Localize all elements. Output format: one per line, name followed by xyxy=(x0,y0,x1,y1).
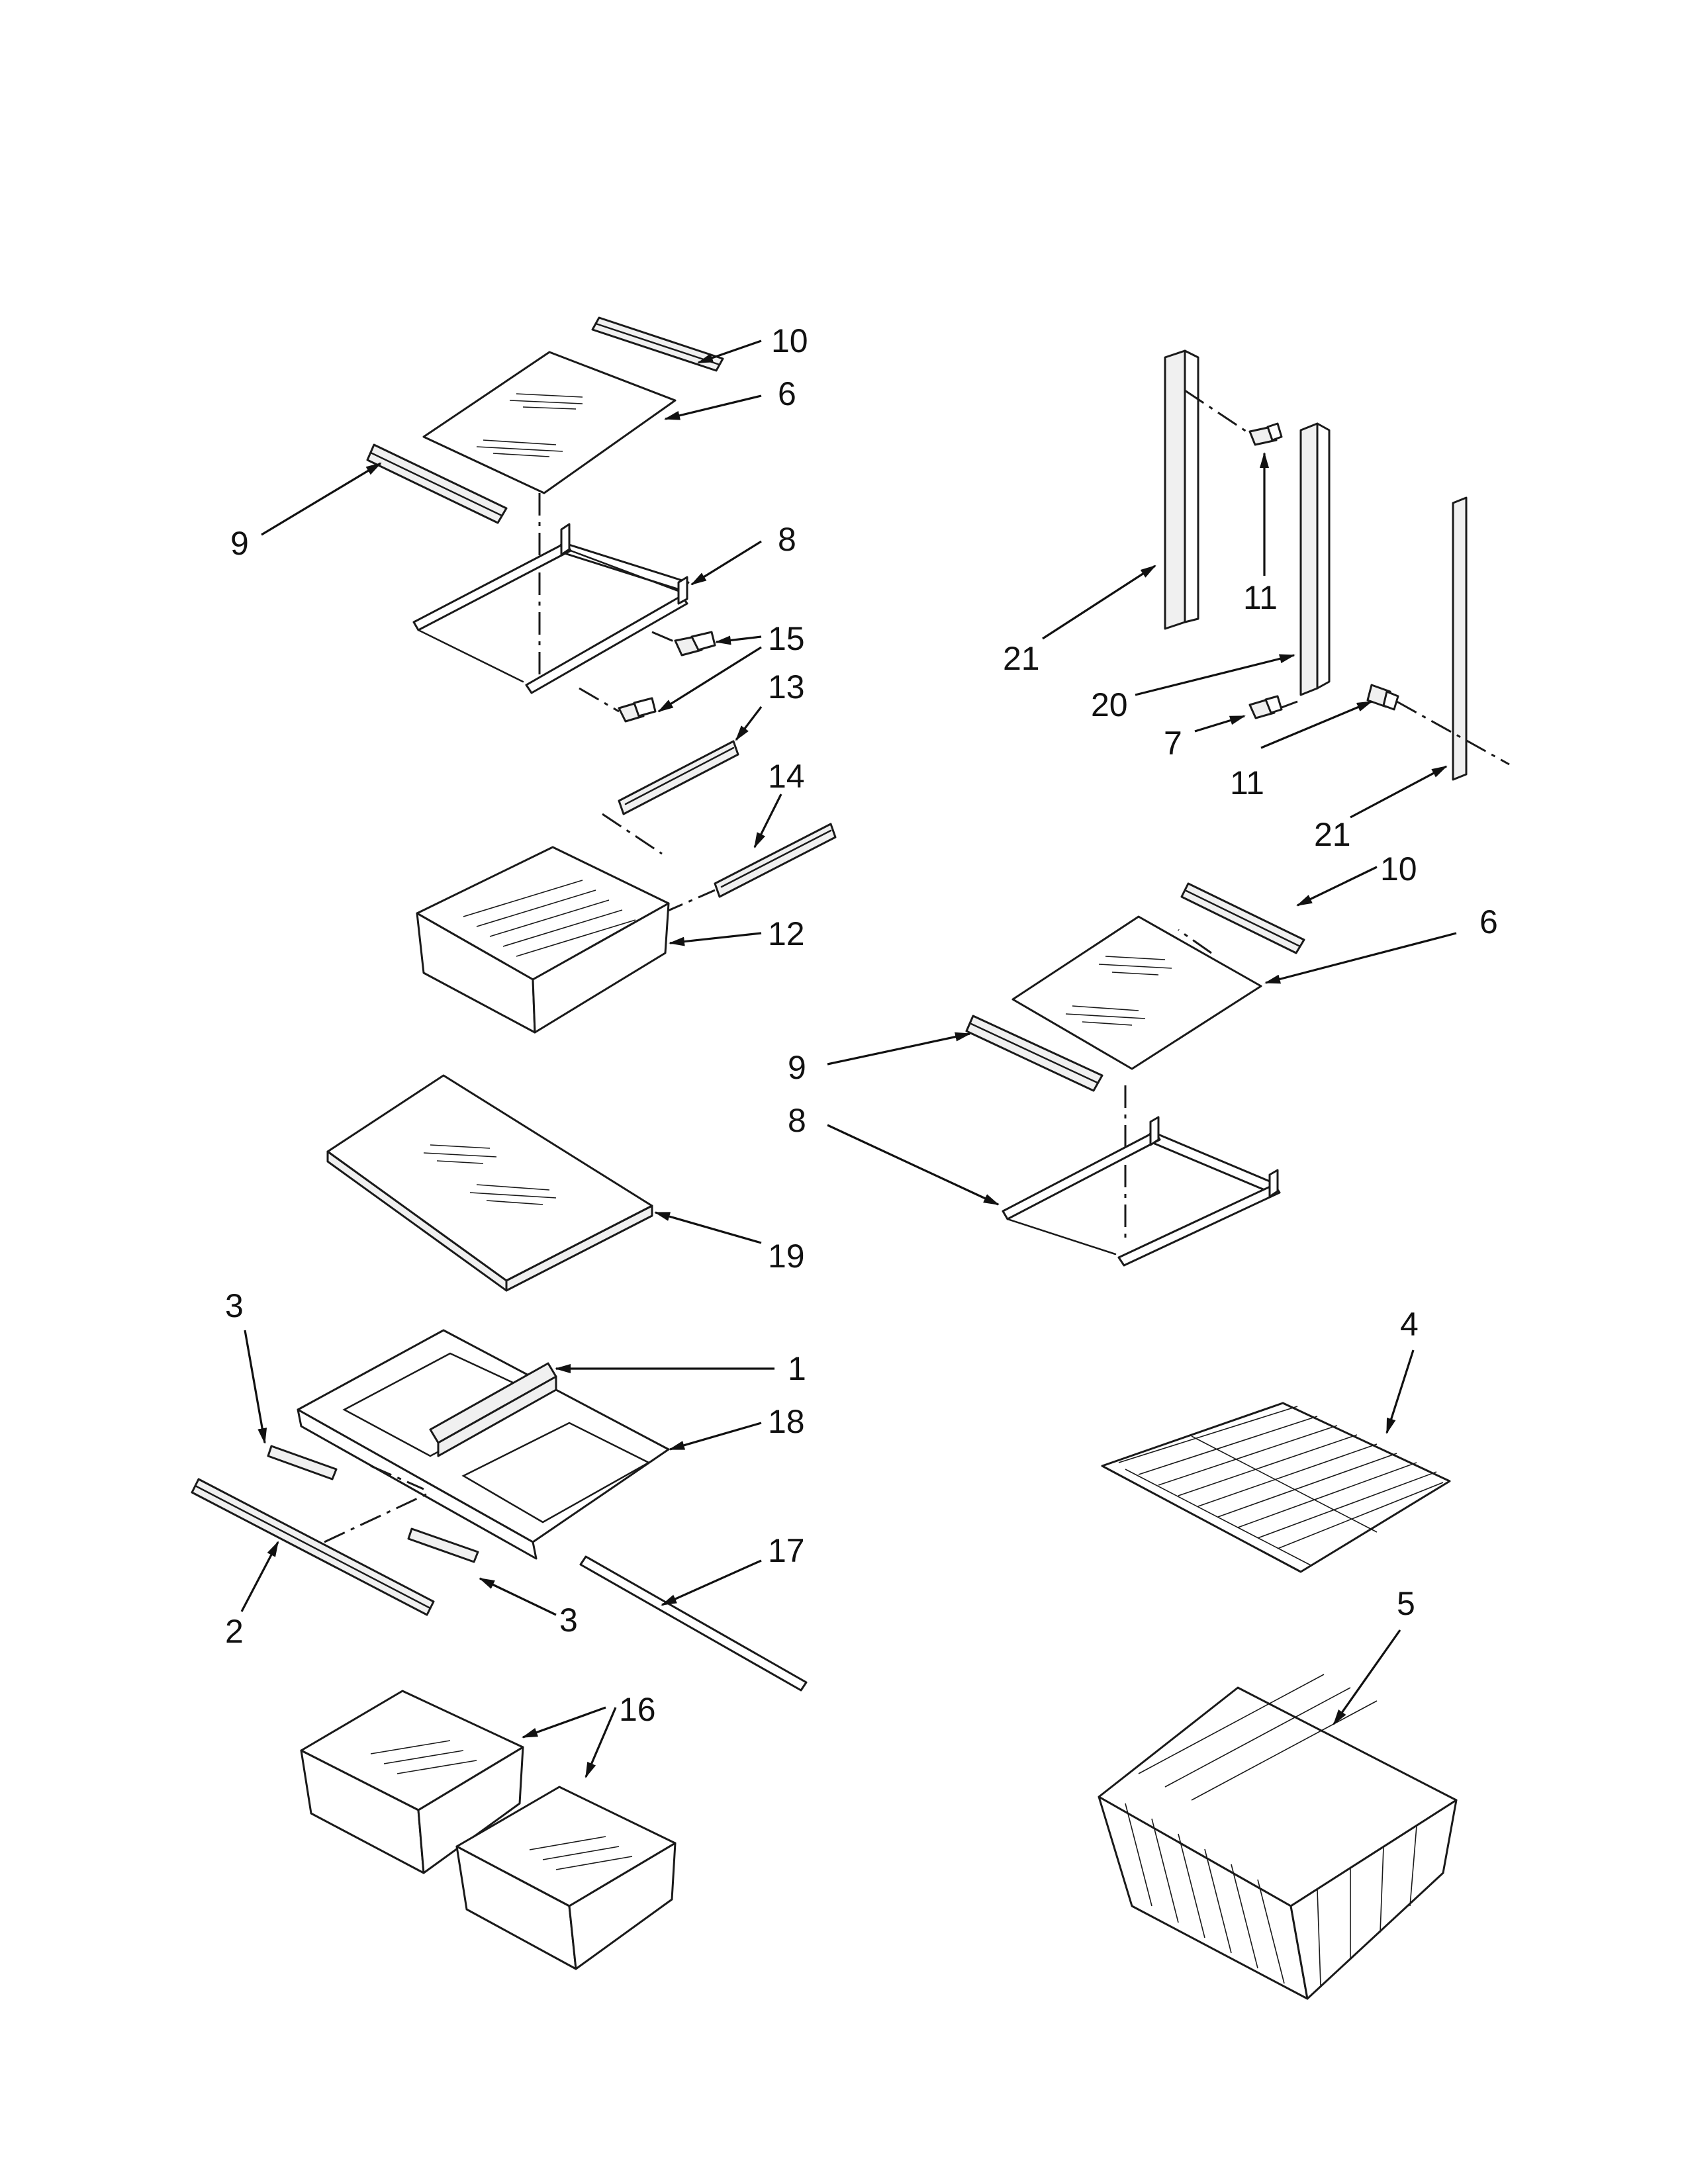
part-16-crisper-bin-right[interactable] xyxy=(455,1786,677,1970)
part-11-screw-lower[interactable] xyxy=(1366,684,1399,711)
callout-8-right: 8 xyxy=(788,1102,806,1139)
callout-10-top: 10 xyxy=(771,322,808,359)
assembly-line xyxy=(602,813,663,855)
leader-lines xyxy=(240,340,1457,1778)
callout-15: 15 xyxy=(768,620,805,657)
assembly-line xyxy=(1270,700,1298,713)
part-20-shelf-track-center[interactable] xyxy=(1299,422,1331,696)
callout-4: 4 xyxy=(1400,1306,1419,1343)
part-15-screw-upper[interactable] xyxy=(674,631,716,657)
part-4-wire-shelf[interactable] xyxy=(1101,1402,1451,1573)
part-21-shelf-track-left[interactable] xyxy=(1164,349,1199,630)
callout-20: 20 xyxy=(1091,686,1128,723)
part-10-rear-trim-right[interactable] xyxy=(1180,882,1305,954)
part-2-front-trim[interactable] xyxy=(191,1478,435,1616)
assembly-line xyxy=(651,631,676,643)
part-3-bracket-right[interactable] xyxy=(407,1527,479,1563)
callout-7: 7 xyxy=(1164,725,1182,762)
part-5-wire-basket[interactable] xyxy=(1098,1674,1458,2000)
part-12-crisper-drawer[interactable] xyxy=(416,846,670,1034)
part-21-shelf-track-right[interactable] xyxy=(1452,496,1468,781)
callout-3-left: 3 xyxy=(225,1287,244,1324)
part-17-rod[interactable] xyxy=(579,1555,808,1692)
part-14-slide-rail[interactable] xyxy=(714,823,837,898)
part-8-shelf-frame[interactable] xyxy=(412,523,690,694)
callout-17: 17 xyxy=(768,1532,805,1569)
part-9-front-trim[interactable] xyxy=(366,443,508,524)
assembly-line xyxy=(661,889,716,915)
part-16-crisper-bin-left[interactable] xyxy=(300,1690,524,1874)
callout-13: 13 xyxy=(768,668,805,705)
callout-8-top: 8 xyxy=(778,521,796,558)
part-19-glass-shelf[interactable] xyxy=(326,1074,653,1292)
assembly-line xyxy=(579,687,620,713)
callout-1: 1 xyxy=(788,1350,806,1387)
assembly-line xyxy=(1184,389,1255,438)
callout-2: 2 xyxy=(225,1613,244,1650)
assembly-line xyxy=(1178,929,1212,954)
assembly-line xyxy=(324,1491,431,1543)
callout-14: 14 xyxy=(768,758,805,795)
part-15-screw-lower[interactable] xyxy=(618,697,657,723)
callout-6-top: 6 xyxy=(778,375,796,412)
part-3-bracket-left[interactable] xyxy=(267,1445,338,1480)
part-11-screw-upper[interactable] xyxy=(1248,422,1283,446)
callout-6-right: 6 xyxy=(1479,903,1498,940)
callout-11-lower: 11 xyxy=(1230,764,1264,801)
callout-11-upper: 11 xyxy=(1243,579,1278,616)
callout-5: 5 xyxy=(1397,1585,1415,1622)
part-8-shelf-frame-right[interactable] xyxy=(1002,1116,1281,1267)
callout-3-right: 3 xyxy=(559,1602,578,1639)
part-6-glass-shelf-right[interactable] xyxy=(1011,915,1262,1070)
part-9-front-trim-right[interactable] xyxy=(965,1015,1103,1092)
callout-10-right: 10 xyxy=(1380,850,1417,887)
callout-18: 18 xyxy=(768,1403,805,1440)
callout-12: 12 xyxy=(768,915,805,952)
part-10-rear-trim[interactable] xyxy=(591,316,724,372)
part-13-slide-rail[interactable] xyxy=(618,740,739,815)
callout-labels: 10 6 9 8 15 13 14 12 19 3 1 18 17 2 3 16… xyxy=(225,322,1498,1728)
part-6-glass-shelf[interactable] xyxy=(422,351,677,494)
callout-9-right: 9 xyxy=(788,1049,806,1086)
assembly-line xyxy=(1396,700,1510,766)
callout-21-right: 21 xyxy=(1314,816,1351,853)
callout-16: 16 xyxy=(619,1691,656,1728)
part-7-screw[interactable] xyxy=(1248,695,1283,719)
assembly-line xyxy=(370,1465,424,1490)
part-1-drawer-slide[interactable] xyxy=(429,1362,557,1457)
callout-19: 19 xyxy=(768,1238,805,1275)
callout-9-top: 9 xyxy=(230,525,249,562)
part-18-drawer-cover[interactable] xyxy=(297,1329,670,1560)
callout-21-left: 21 xyxy=(1003,640,1040,677)
